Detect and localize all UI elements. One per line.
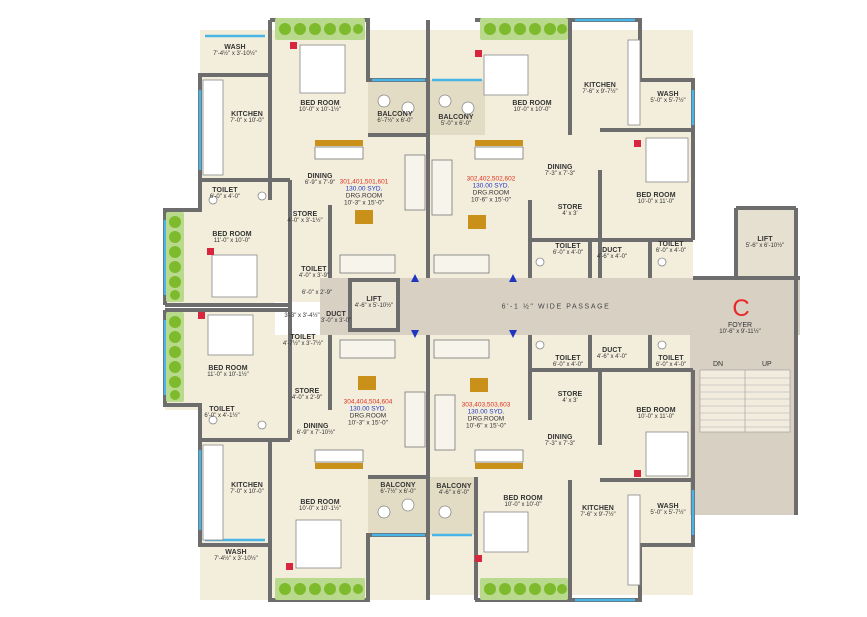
windows bbox=[163, 18, 695, 602]
balcony-floor bbox=[368, 477, 428, 535]
balcony-floor bbox=[428, 477, 476, 535]
lift-shaft bbox=[736, 208, 796, 278]
stair-dn-label: DN bbox=[713, 361, 724, 368]
stair-up-label: UP bbox=[762, 361, 772, 368]
bed bbox=[645, 137, 689, 183]
small-dim-label: 6'-0" x 2'-9" bbox=[301, 289, 333, 296]
balcony-floor bbox=[428, 80, 485, 135]
tower-letter: C bbox=[732, 295, 750, 322]
lift-shaft bbox=[350, 280, 398, 330]
small-dim-label: 3'-3" x 3'-4½" bbox=[284, 312, 320, 319]
bed bbox=[295, 519, 342, 569]
bed bbox=[211, 254, 258, 298]
bed bbox=[483, 54, 529, 96]
bed bbox=[207, 314, 254, 356]
staircase bbox=[699, 369, 791, 433]
passage-label: 6'-1 ½" WIDE PASSAGE bbox=[501, 303, 611, 311]
bed bbox=[645, 431, 689, 477]
furniture bbox=[198, 39, 689, 586]
bed bbox=[483, 511, 529, 553]
planters bbox=[166, 18, 568, 600]
bed bbox=[299, 44, 346, 94]
balcony-floor bbox=[368, 80, 428, 135]
